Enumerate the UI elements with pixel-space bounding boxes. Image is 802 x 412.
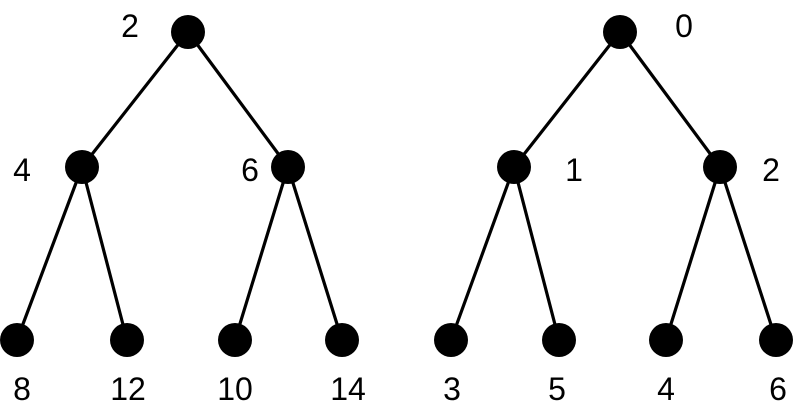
tree-1-node-rr: [325, 323, 359, 357]
tree-1-edge-l-lr: [80, 165, 129, 342]
tree-2-edge-root-r: [618, 30, 722, 169]
tree-1-edge-r-rr: [286, 165, 344, 342]
tree-2-node-root-label: 0: [675, 8, 693, 44]
tree-2-node-ll: [434, 323, 468, 357]
tree-2-edge-l-lr: [512, 165, 561, 342]
tree-1-node-lr: [110, 323, 144, 357]
tree-1-node-r-label: 6: [241, 152, 259, 188]
tree-2-node-rl: [649, 323, 683, 357]
tree-2-node-rr: [759, 323, 793, 357]
tree-2-node-ll-label: 3: [443, 371, 461, 407]
tree-2-edge-r-rr: [718, 165, 778, 342]
tree-2-node-r-label: 2: [762, 152, 780, 188]
tree-2-node-root: [603, 15, 637, 49]
tree-1-edge-l-ll: [15, 165, 84, 342]
tree-1-node-r: [271, 150, 305, 184]
tree-1-node-ll: [0, 323, 34, 357]
tree-2-node-l: [497, 150, 531, 184]
tree-1-node-lr-label: 12: [110, 371, 146, 407]
tree-1-node-root-label: 2: [121, 8, 139, 44]
tree-2-edge-l-ll: [449, 165, 516, 342]
tree-2-node-lr: [542, 323, 576, 357]
tree-1-node-ll-label: 8: [13, 371, 31, 407]
tree-2-node-l-label: 1: [565, 152, 583, 188]
tree-1-edge-root-l: [80, 30, 190, 169]
tree-1-node-l: [65, 150, 99, 184]
tree-1-edge-r-rl: [233, 165, 290, 342]
tree-2-edge-r-rl: [664, 165, 722, 342]
tree-1-node-rl: [218, 323, 252, 357]
tree-1-node-rr-label: 14: [330, 371, 366, 407]
tree-1-edge-root-r: [186, 30, 290, 169]
nodes: [0, 15, 793, 357]
edges: [15, 30, 778, 342]
tree-1-node-l-label: 4: [13, 152, 31, 188]
tree-2-edge-root-l: [512, 30, 622, 169]
tree-1-node-root: [171, 15, 205, 49]
tree-2-node-rl-label: 4: [657, 371, 675, 407]
tree-2-node-lr-label: 5: [548, 371, 566, 407]
tree-2-node-rr-label: 6: [769, 371, 787, 407]
tree-1-node-rl-label: 10: [217, 371, 253, 407]
tree-2-node-r: [703, 150, 737, 184]
